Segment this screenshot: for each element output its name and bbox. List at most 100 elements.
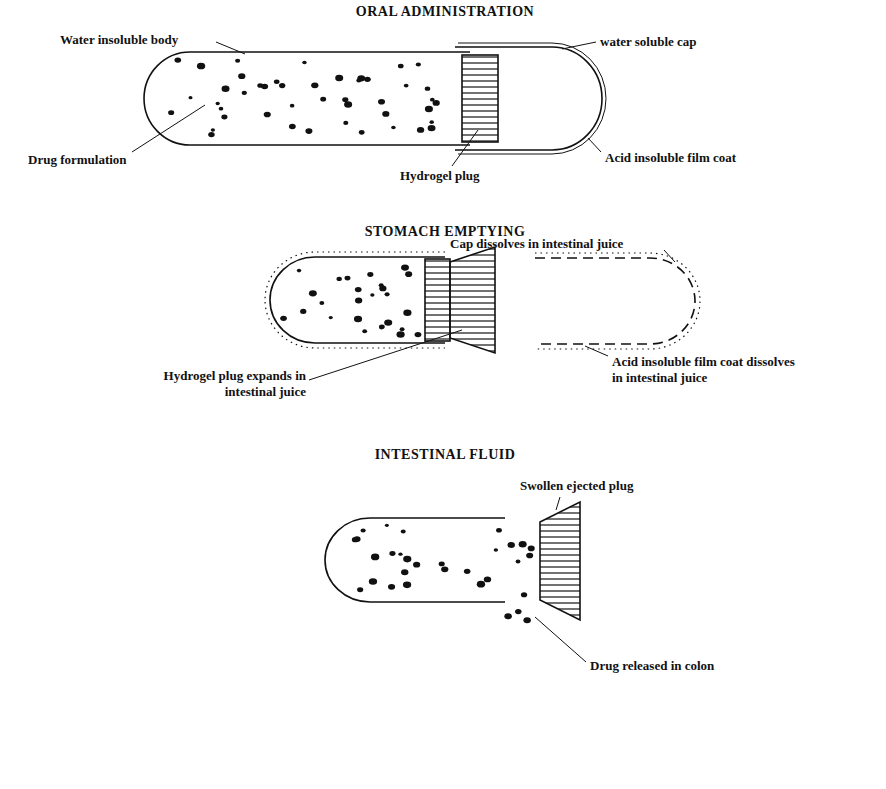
drug-particle bbox=[507, 542, 515, 548]
drug-particle bbox=[379, 324, 385, 329]
expanding-plug bbox=[450, 247, 495, 353]
drug-particle bbox=[516, 560, 521, 564]
drug-particle bbox=[309, 290, 317, 296]
callout-label: Water insoluble body bbox=[60, 32, 178, 48]
drug-particle bbox=[370, 293, 374, 296]
drug-particle bbox=[359, 130, 365, 135]
drug-particle bbox=[264, 112, 271, 118]
drug-particle bbox=[403, 582, 411, 589]
drug-particle bbox=[279, 83, 285, 88]
drug-particle bbox=[528, 546, 535, 552]
drug-particle bbox=[364, 77, 371, 82]
section-heading: ORAL ADMINISTRATION bbox=[2, 4, 886, 21]
drug-particle bbox=[371, 554, 379, 561]
drug-particle bbox=[289, 124, 296, 129]
drug-particle bbox=[413, 562, 420, 568]
drug-particle bbox=[379, 283, 384, 287]
drug-particle bbox=[439, 561, 445, 566]
drug-particle bbox=[355, 298, 362, 304]
drug-particle bbox=[425, 106, 433, 112]
drug-particle bbox=[211, 128, 215, 131]
drug-particle bbox=[429, 120, 434, 124]
drug-particle bbox=[216, 102, 220, 105]
drug-particle bbox=[385, 292, 390, 296]
soluble-cap bbox=[455, 47, 602, 150]
leader-lines bbox=[132, 42, 675, 662]
callout-label: water soluble cap bbox=[600, 34, 697, 50]
drug-particle bbox=[343, 121, 348, 125]
drug-particle bbox=[357, 587, 363, 592]
drug-particle bbox=[235, 59, 240, 63]
drug-particle bbox=[274, 80, 280, 84]
drug-particle bbox=[345, 276, 351, 281]
hydrogel-plug bbox=[462, 55, 498, 142]
drug-particle bbox=[396, 331, 404, 338]
callout-label: Cap dissolves in intestinal juice bbox=[450, 236, 623, 252]
drug-particle bbox=[515, 609, 521, 614]
drug-particle bbox=[403, 556, 411, 563]
drug-particle bbox=[335, 75, 343, 81]
drug-particle bbox=[382, 111, 389, 117]
drug-particle bbox=[523, 617, 530, 623]
section-heading: INTESTINAL FLUID bbox=[2, 447, 886, 464]
drug-particle bbox=[398, 552, 402, 555]
drug-particle bbox=[400, 327, 405, 331]
drug-particle bbox=[494, 548, 498, 551]
drug-particle bbox=[385, 524, 389, 527]
section-heading: STOMACH EMPTYING bbox=[2, 224, 886, 241]
drug-particle bbox=[238, 73, 245, 79]
drug-particle bbox=[319, 301, 324, 305]
drug-particle bbox=[257, 83, 263, 88]
drug-particle bbox=[208, 132, 214, 137]
drug-particle bbox=[403, 309, 411, 316]
drug-particle bbox=[484, 576, 491, 582]
drug-particle bbox=[388, 584, 395, 590]
drug-particle bbox=[398, 64, 404, 69]
drug-particle bbox=[389, 551, 395, 556]
drug-particle bbox=[342, 97, 348, 102]
drug-particle bbox=[356, 79, 361, 83]
callout-label: Acid insoluble film coat bbox=[605, 150, 736, 166]
drug-particle bbox=[416, 62, 421, 66]
drug-particles bbox=[168, 57, 535, 623]
drug-particle bbox=[352, 537, 359, 542]
drug-particle bbox=[369, 578, 377, 585]
callout-label: Drug formulation bbox=[28, 152, 127, 168]
hydrogel-plug bbox=[425, 259, 450, 341]
drug-particle bbox=[305, 128, 312, 134]
drug-particle bbox=[401, 529, 406, 533]
drug-particle bbox=[361, 528, 366, 532]
drug-particle bbox=[384, 319, 392, 325]
drug-particle bbox=[430, 98, 435, 102]
drug-particle bbox=[405, 271, 412, 277]
drug-particle bbox=[221, 115, 227, 120]
drug-particle bbox=[168, 110, 174, 115]
insoluble-body bbox=[325, 518, 505, 602]
drug-particle bbox=[504, 613, 512, 619]
drug-particle bbox=[428, 125, 436, 131]
insoluble-body bbox=[144, 52, 470, 145]
drug-particle bbox=[355, 287, 362, 292]
drug-particle bbox=[280, 316, 287, 321]
drug-particle bbox=[519, 541, 527, 547]
film-coat bbox=[458, 43, 606, 154]
drug-particle bbox=[336, 277, 341, 281]
drug-particle bbox=[367, 272, 373, 277]
drug-particle bbox=[219, 107, 224, 111]
drug-particle bbox=[401, 569, 408, 575]
ejected-plug bbox=[540, 502, 580, 620]
drug-particle bbox=[242, 91, 247, 95]
drug-particle bbox=[354, 316, 362, 323]
dissolving-cap bbox=[535, 258, 695, 344]
drug-particle bbox=[197, 63, 205, 70]
callout-label: Hydrogel plug expands in intestinal juic… bbox=[140, 368, 306, 399]
dissolving-coat bbox=[265, 252, 445, 348]
drug-particle bbox=[379, 326, 383, 329]
drug-particle bbox=[526, 553, 533, 559]
callout-label: Hydrogel plug bbox=[400, 168, 480, 184]
drug-particle bbox=[189, 96, 193, 99]
drug-particle bbox=[425, 86, 430, 90]
insoluble-body bbox=[270, 257, 445, 343]
